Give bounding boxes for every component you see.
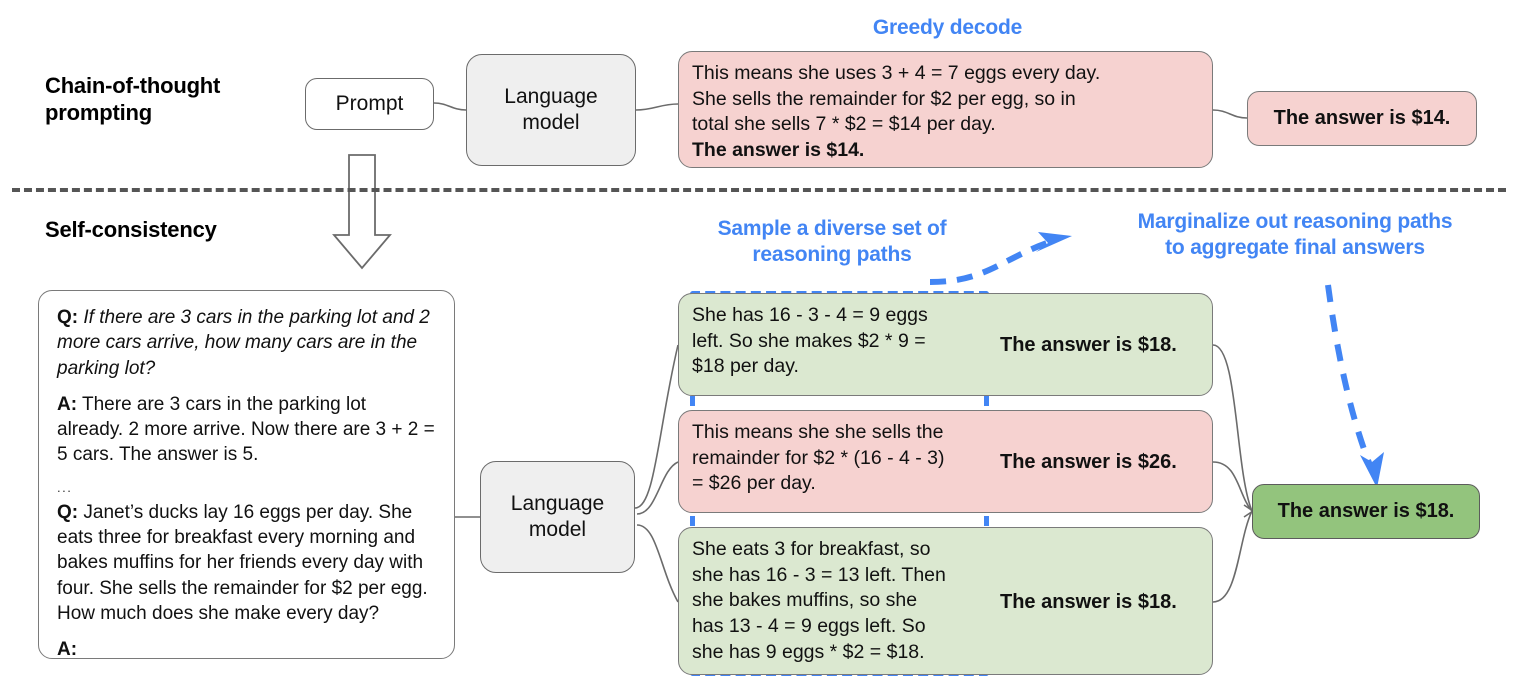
prompt-qa-1: Q: If there are 3 cars in the parking lo…: [57, 305, 436, 381]
node-language-model-top[interactable]: Language model: [466, 54, 636, 166]
path-1-line-2: $18 per day.: [692, 355, 799, 378]
path-2-line-2: = $26 per day.: [692, 472, 816, 495]
path-2-line-0: This means she she sells the: [692, 421, 944, 443]
q1-label: Q:: [57, 307, 79, 328]
path-2-line-1: remainder for $2 * (16 - 4 - 3): [692, 446, 945, 469]
node-language-model-bottom-label: Language model: [510, 492, 605, 541]
cot-final-answer-box: The answer is $14.: [1247, 91, 1477, 146]
a1-text: There are 3 cars in the parking lot alre…: [57, 393, 435, 466]
section-divider: [12, 188, 1506, 192]
path-3-box: She eats 3 for breakfast, so she has 16 …: [678, 527, 1213, 675]
path-2-box: This means she she sells the remainder f…: [678, 410, 1213, 513]
blue-arrowhead-right: [1036, 232, 1072, 252]
path-1-line-1: left. So she makes $2 * 9 =: [692, 329, 926, 352]
aggregated-answer-box: The answer is $18.: [1252, 484, 1480, 539]
prompt-qa-1-answer: A: There are 3 cars in the parking lot a…: [57, 392, 436, 468]
few-shot-prompt-box: Q: If there are 3 cars in the parking lo…: [38, 290, 455, 662]
path-3-line-3: has 13 - 4 = 9 eggs left. So: [692, 615, 926, 638]
path-1-box: She has 16 - 3 - 4 = 9 eggs left. So she…: [678, 293, 1213, 396]
prompt-ellipsis: ...: [57, 479, 73, 495]
blue-dashed-arrow-down: [1325, 284, 1374, 470]
node-prompt[interactable]: Prompt: [305, 78, 434, 130]
caption-marginalize: Marginalize out reasoning paths to aggre…: [1137, 210, 1453, 260]
aggregated-answer-label: The answer is $18.: [1277, 500, 1455, 523]
q2-text: Janet’s ducks lay 16 eggs per day. She e…: [57, 501, 428, 624]
node-language-model-top-label: Language model: [504, 85, 598, 134]
prompt-qa-2: Q: Janet’s ducks lay 16 eggs per day. Sh…: [57, 500, 436, 626]
a1-label: A:: [57, 393, 78, 415]
cot-reasoning-box: This means she uses 3 + 4 = 7 eggs every…: [678, 51, 1213, 168]
node-prompt-label: Prompt: [335, 92, 404, 116]
path-3-line-2: she bakes muffins, so she: [692, 589, 918, 612]
a2-label: A:: [57, 639, 78, 661]
path-3-answer: The answer is $18.: [1000, 591, 1177, 613]
prompt-qa-2-answer: A:: [57, 637, 436, 662]
caption-sample-paths: Sample a diverse set of reasoning paths: [717, 217, 947, 267]
section-title-self-consistency: Self-consistency: [45, 217, 217, 242]
path-1-answer: The answer is $18.: [1000, 334, 1177, 356]
blue-arrowhead-down: [1360, 452, 1384, 488]
cot-reasoning-line-1: She sells the remainder for $2 per egg, …: [692, 87, 1076, 110]
section-title-chain-of-thought: Chain-of-thought prompting: [45, 73, 221, 125]
caption-greedy-decode: Greedy decode: [872, 16, 1023, 39]
block-arrow-down: [332, 154, 392, 270]
path-3-line-0: She eats 3 for breakfast, so: [692, 538, 931, 560]
path-3-line-1: she has 16 - 3 = 13 left. Then: [692, 563, 946, 586]
path-3-line-4: she has 9 eggs * $2 = $18.: [692, 640, 925, 663]
node-language-model-bottom[interactable]: Language model: [480, 461, 635, 573]
cot-reasoning-line-0: This means she uses 3 + 4 = 7 eggs every…: [692, 62, 1101, 84]
cot-reasoning-line-2: total she sells 7 * $2 = $14 per day.: [692, 113, 996, 136]
path-1-line-0: She has 16 - 3 - 4 = 9 eggs: [692, 304, 928, 326]
cot-reasoning-answer-line: The answer is $14.: [692, 139, 865, 162]
path-2-answer: The answer is $26.: [1000, 451, 1177, 473]
q2-label: Q:: [57, 501, 79, 523]
cot-final-answer-label: The answer is $14.: [1273, 107, 1451, 130]
q1-text: If there are 3 cars in the parking lot a…: [57, 307, 430, 379]
